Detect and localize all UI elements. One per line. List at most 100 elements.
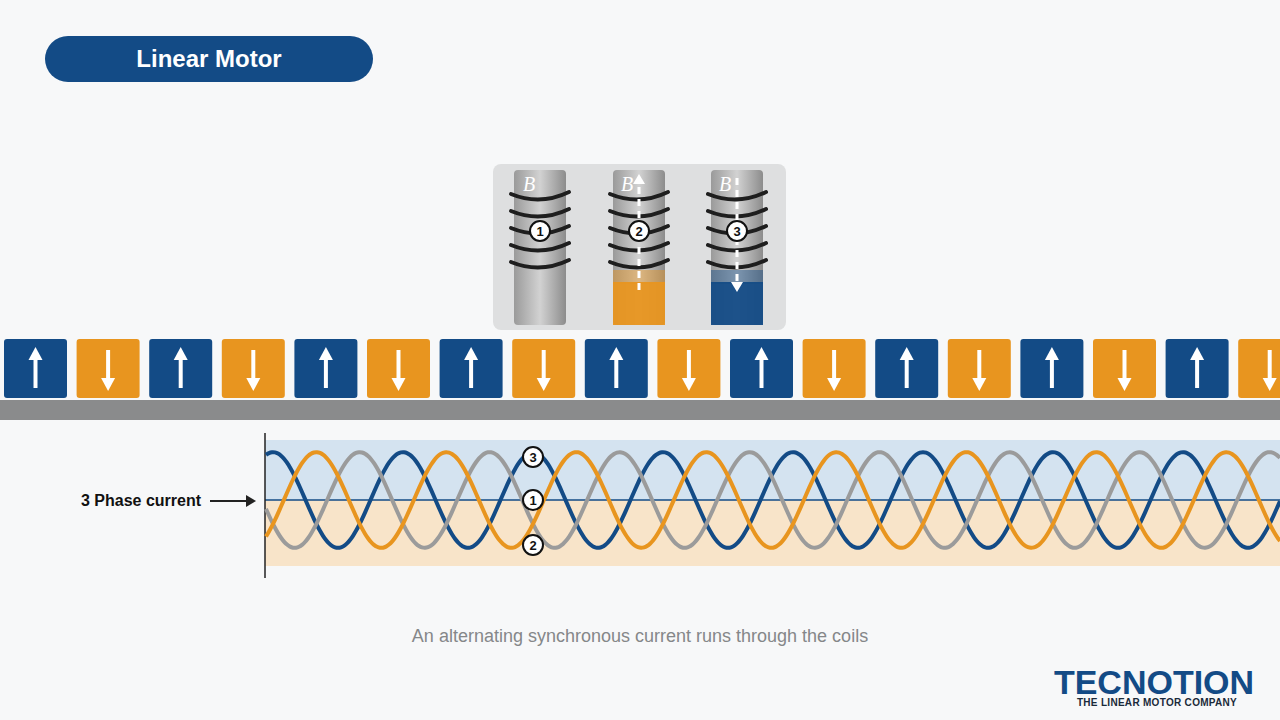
polarity-arrowhead <box>1118 378 1132 391</box>
core-pole <box>711 282 763 325</box>
permanent-magnet <box>657 339 720 398</box>
magnet-block <box>585 339 648 398</box>
title-pill <box>45 36 373 82</box>
polarity-arrowhead <box>101 378 115 391</box>
permanent-magnet <box>1093 339 1156 398</box>
magnet-block <box>1020 339 1083 398</box>
permanent-magnet <box>585 339 648 398</box>
permanent-magnet <box>367 339 430 398</box>
field-symbol: B <box>621 174 633 194</box>
polarity-arrowhead <box>609 347 623 360</box>
field-arrowhead <box>731 282 743 292</box>
magnet-block <box>149 339 212 398</box>
phase-wave <box>266 452 1280 548</box>
callout-circle <box>523 535 543 555</box>
negative-band <box>265 500 1280 566</box>
coil-winding <box>511 192 569 200</box>
permanent-magnet <box>1166 339 1229 398</box>
callout-circle <box>523 490 543 510</box>
permanent-magnet <box>948 339 1011 398</box>
coil-winding <box>511 209 569 217</box>
callout-number: 3 <box>733 225 740 238</box>
phase-wave <box>266 452 1280 548</box>
permanent-magnet <box>4 339 67 398</box>
field-symbol: B <box>523 174 535 194</box>
magnet-block <box>222 339 285 398</box>
callout-circle <box>530 221 550 241</box>
magnet-block <box>1166 339 1229 398</box>
field-arrowhead <box>633 174 645 184</box>
permanent-magnet <box>440 339 503 398</box>
polarity-arrow <box>832 350 836 380</box>
callout-number: 2 <box>635 225 642 238</box>
polarity-arrow <box>1050 358 1054 388</box>
magnet-block <box>4 339 67 398</box>
polarity-arrow <box>905 358 909 388</box>
polarity-arrow <box>977 350 981 380</box>
polarity-arrowhead <box>464 347 478 360</box>
polarity-arrow <box>614 358 618 388</box>
callout-circle <box>629 221 649 241</box>
polarity-arrowhead <box>1263 378 1277 391</box>
polarity-arrow <box>760 358 764 388</box>
polarity-arrow <box>542 350 546 380</box>
logo: TECNOTION <box>1054 665 1254 699</box>
magnet-block <box>77 339 140 398</box>
coil <box>708 170 766 325</box>
callout-number: 1 <box>536 225 543 238</box>
logo-tagline: THE LINEAR MOTOR COMPANY <box>1077 698 1237 708</box>
pointer-arrowhead <box>246 495 256 507</box>
coil <box>511 170 569 325</box>
magnet-block <box>367 339 430 398</box>
magnet-track <box>0 400 1280 420</box>
polarity-arrowhead <box>755 347 769 360</box>
polarity-arrowhead <box>246 378 260 391</box>
polarity-arrowhead <box>1190 347 1204 360</box>
magnet-block <box>657 339 720 398</box>
magnet-block <box>440 339 503 398</box>
polarity-arrow <box>1195 358 1199 388</box>
polarity-arrow <box>324 358 328 388</box>
polarity-arrowhead <box>900 347 914 360</box>
polarity-arrowhead <box>537 378 551 391</box>
coil <box>610 170 668 325</box>
phase-wave <box>266 452 1280 548</box>
polarity-arrowhead <box>392 378 406 391</box>
polarity-arrow <box>179 358 183 388</box>
magnet-block <box>1238 339 1280 398</box>
coil-winding <box>511 260 569 268</box>
polarity-arrow <box>34 358 38 388</box>
coil-winding <box>511 243 569 251</box>
permanent-magnet <box>1238 339 1280 398</box>
permanent-magnet <box>222 339 285 398</box>
polarity-arrowhead <box>682 378 696 391</box>
polarity-arrowhead <box>972 378 986 391</box>
title: Linear Motor <box>136 47 281 71</box>
polarity-arrow <box>687 350 691 380</box>
permanent-magnet <box>1020 339 1083 398</box>
callout-number: 1 <box>529 494 536 507</box>
callout-number: 3 <box>529 451 536 464</box>
magnet-block <box>730 339 793 398</box>
polarity-arrow <box>1268 350 1272 380</box>
polarity-arrow <box>1123 350 1127 380</box>
magnet-block <box>1093 339 1156 398</box>
polarity-arrowhead <box>174 347 188 360</box>
magnet-block <box>803 339 866 398</box>
signal-label: 3 Phase current <box>81 493 201 509</box>
permanent-magnet <box>149 339 212 398</box>
caption: An alternating synchronous current runs … <box>412 627 868 645</box>
callout-circle <box>523 447 543 467</box>
polarity-arrowhead <box>827 378 841 391</box>
magnet-block <box>875 339 938 398</box>
magnet-block <box>294 339 357 398</box>
coil-panel <box>493 164 786 330</box>
permanent-magnet <box>512 339 575 398</box>
polarity-arrowhead <box>319 347 333 360</box>
polarity-arrowhead <box>1045 347 1059 360</box>
y-axis <box>264 433 266 578</box>
field-symbol: B <box>719 174 731 194</box>
callout-number: 2 <box>529 539 536 552</box>
